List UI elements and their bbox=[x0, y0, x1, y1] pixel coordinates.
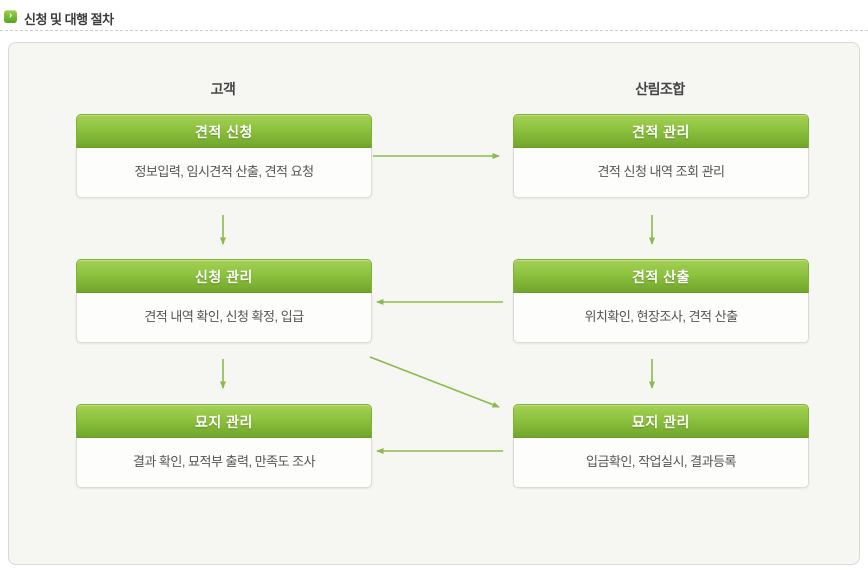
title-bullet-icon: › bbox=[4, 10, 17, 23]
flow-box-quote-calc: 견적 산출 위치확인, 현장조사, 견적 산출 bbox=[513, 259, 809, 343]
flow-box-desc: 정보입력, 임시견적 산출, 견적 요청 bbox=[76, 148, 372, 198]
flow-box-quote-manage: 견적 관리 견적 신청 내역 조회 관리 bbox=[513, 114, 809, 198]
flow-box-grave-manage-coop: 묘지 관리 입금확인, 작업실시, 결과등록 bbox=[513, 404, 809, 488]
flow-box-desc: 결과 확인, 묘적부 출력, 만족도 조사 bbox=[76, 438, 372, 488]
flow-box-title: 신청 관리 bbox=[76, 259, 372, 293]
flow-box-title: 묘지 관리 bbox=[513, 404, 809, 438]
flow-box-title: 견적 신청 bbox=[76, 114, 372, 148]
flow-box-request-manage: 신청 관리 견적 내역 확인, 신청 확정, 입급 bbox=[76, 259, 372, 343]
flow-box-grave-manage-customer: 묘지 관리 결과 확인, 묘적부 출력, 만족도 조사 bbox=[76, 404, 372, 488]
arrow-request-manage-to-coop-grave bbox=[369, 356, 500, 408]
flow-box-desc: 견적 내역 확인, 신청 확정, 입급 bbox=[76, 293, 372, 343]
page-title-bar: › 신청 및 대행 절차 bbox=[0, 0, 868, 31]
flow-box-title: 견적 관리 bbox=[513, 114, 809, 148]
column-header-customer: 고객 bbox=[210, 81, 236, 97]
flow-box-desc: 견적 신청 내역 조회 관리 bbox=[513, 148, 809, 198]
flow-box-desc: 입금확인, 작업실시, 결과등록 bbox=[513, 438, 809, 488]
flow-box-title: 묘지 관리 bbox=[76, 404, 372, 438]
flow-box-quote-request: 견적 신청 정보입력, 임시견적 산출, 견적 요청 bbox=[76, 114, 372, 198]
diagram-panel: 고객 산림조합 견적 신청 정보입력, 임시견적 산출, 견적 요청 견적 관리… bbox=[8, 42, 860, 565]
flow-box-title: 견적 산출 bbox=[513, 259, 809, 293]
chevron-right-icon: › bbox=[8, 10, 13, 21]
column-header-forest-coop: 산림조합 bbox=[635, 81, 685, 97]
page-title: 신청 및 대행 절차 bbox=[24, 12, 114, 27]
flow-box-desc: 위치확인, 현장조사, 견적 산출 bbox=[513, 293, 809, 343]
